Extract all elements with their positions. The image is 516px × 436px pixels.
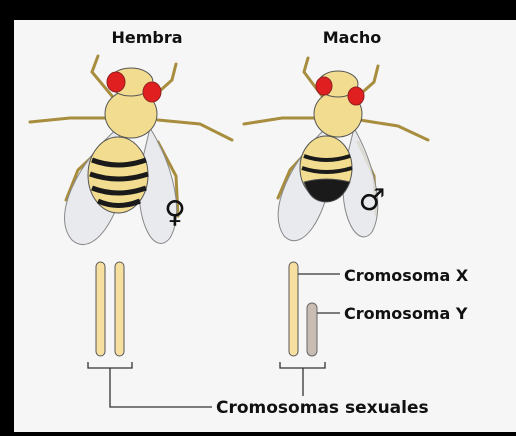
male-label: Macho	[323, 28, 382, 47]
male-chromosome-y	[307, 303, 317, 356]
female-chromosome-x-2	[115, 262, 124, 356]
female-symbol: ♀	[164, 195, 186, 230]
male-chromosome-x	[289, 262, 298, 356]
sex-chromosomes-label: Cromosomas sexuales	[216, 398, 429, 418]
chromosome-x-label: Cromosoma X	[344, 266, 469, 285]
female-label: Hembra	[111, 28, 182, 47]
chromosome-y-label: Cromosoma Y	[344, 304, 468, 323]
female-chromosome-x-1	[96, 262, 105, 356]
male-symbol: ♂	[359, 183, 386, 218]
